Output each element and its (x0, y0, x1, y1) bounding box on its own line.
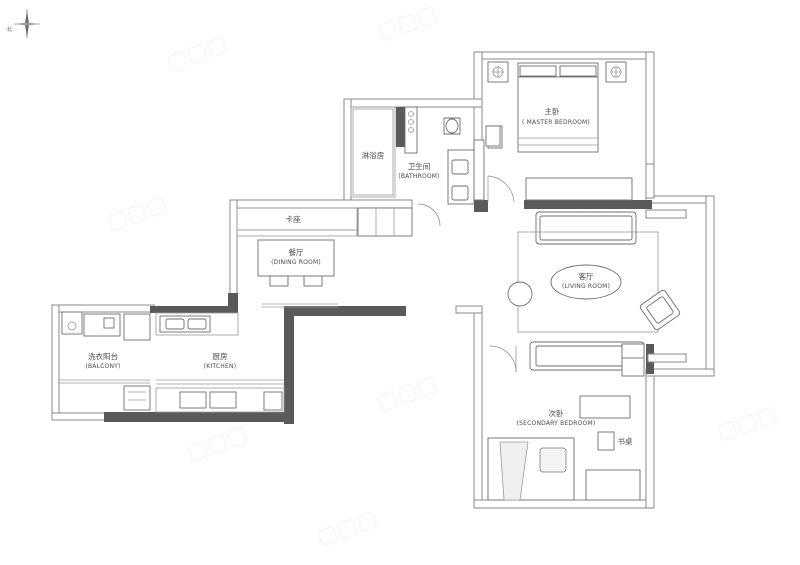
master-bedroom: 主卧 ( MASTER BEDROOM) (487, 61, 655, 201)
kitchen-en-label: (KITCHEN) (204, 363, 236, 370)
bathroom: 淋浴房 卫生间 (BATHROOM) (350, 106, 515, 227)
walls (51, 51, 715, 509)
master-bedroom-en-label: ( MASTER BEDROOM) (522, 119, 590, 126)
svg-text:▢▢▢: ▢▢▢ (104, 191, 171, 236)
shower-label: 淋浴房 (362, 150, 385, 160)
balcony-label: 洗衣阳台 (88, 351, 118, 361)
svg-text:▢▢▢: ▢▢▢ (314, 506, 381, 551)
booth-label: 卡座 (286, 214, 301, 224)
svg-text:▢▢▢: ▢▢▢ (374, 1, 441, 46)
living-room: 客厅 (LIVING ROOM) (489, 209, 687, 373)
dining-label: 餐厅 (289, 248, 304, 257)
compass-icon: 北 (7, 9, 40, 38)
secondary-bedroom: 次卧 (SECONDARY BEDROOM) 书桌 (487, 343, 645, 501)
bathroom-en-label: (BATHROOM) (398, 173, 439, 180)
svg-text:▢▢▢: ▢▢▢ (714, 401, 781, 446)
dining-en-label: (DINING ROOM) (271, 259, 321, 266)
bathroom-label: 卫生间 (408, 161, 431, 171)
kitchen: 厨房 (KITCHEN) (155, 312, 285, 413)
secondary-bedroom-label: 次卧 (549, 408, 564, 418)
watermark: ▢▢▢ ▢▢▢ ▢▢▢ ▢▢▢ ▢▢▢ ▢▢▢ ▢▢▢ ▢▢▢ (104, 1, 781, 551)
master-bedroom-label: 主卧 (545, 106, 560, 116)
svg-text:▢▢▢: ▢▢▢ (164, 31, 231, 76)
desk-label: 书桌 (618, 436, 633, 446)
living-en-label: (LIVING ROOM) (562, 283, 610, 290)
secondary-bedroom-en-label: (SECONDARY BEDROOM) (517, 420, 596, 427)
balcony: 洗衣阳台 (BALCONY) (59, 311, 151, 411)
compass-label: 北 (7, 26, 12, 33)
svg-text:▢▢▢: ▢▢▢ (374, 371, 441, 416)
dining-room: 卡座 餐厅 (DINING ROOM) (236, 207, 413, 308)
balcony-en-label: (BALCONY) (85, 363, 120, 370)
kitchen-label: 厨房 (213, 351, 228, 361)
living-label: 客厅 (579, 271, 594, 281)
svg-text:▢▢▢: ▢▢▢ (184, 421, 251, 466)
